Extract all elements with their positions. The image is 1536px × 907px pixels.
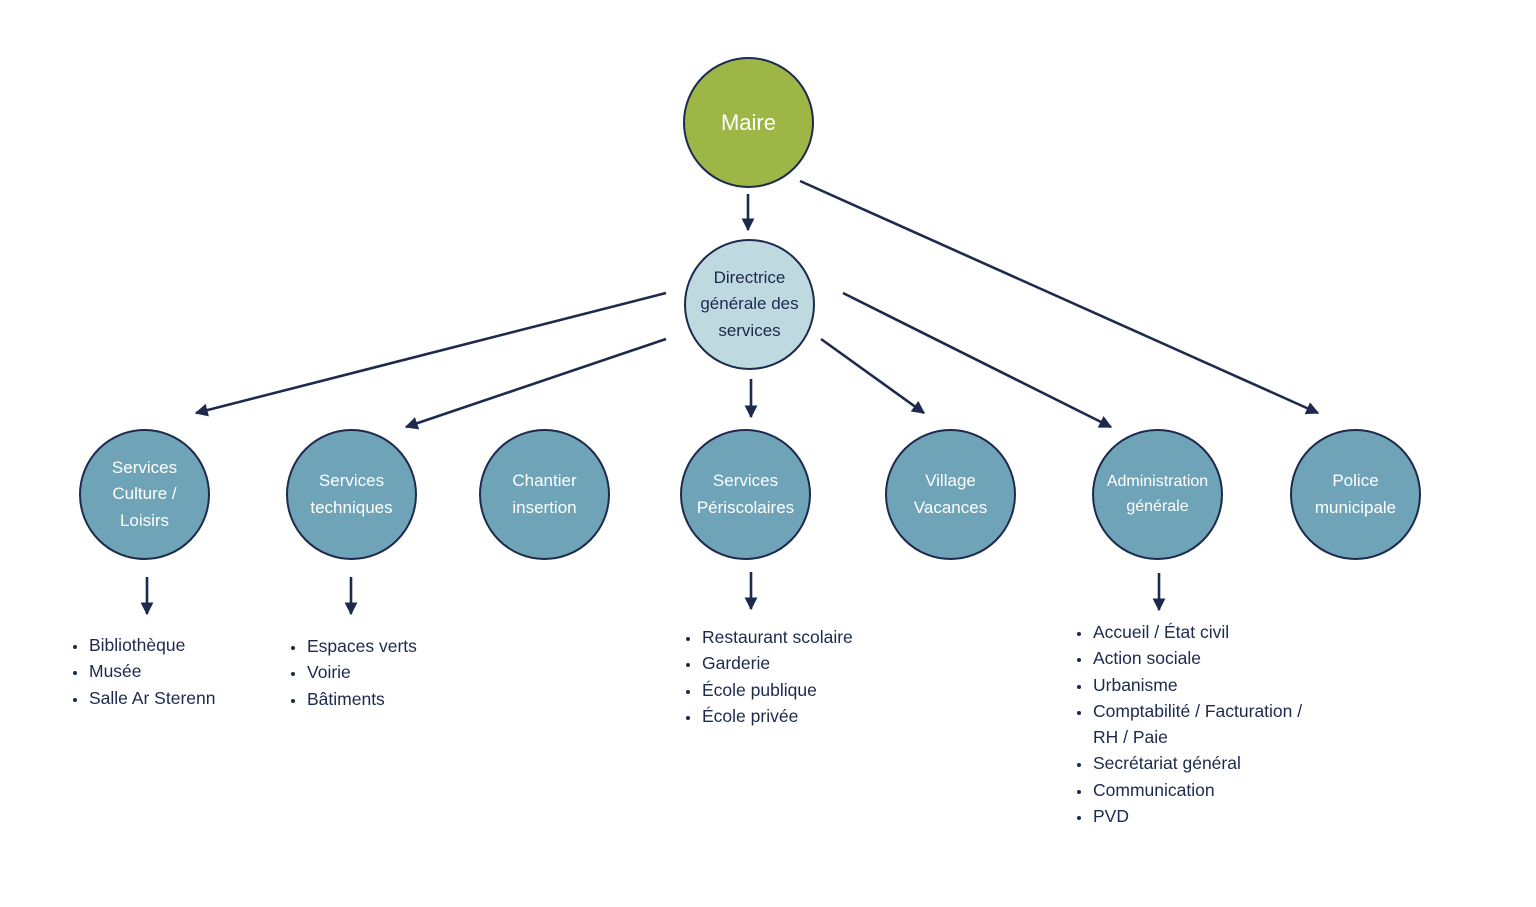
list-item: Voirie	[306, 659, 417, 685]
node-administration-generale: Administration générale	[1092, 429, 1223, 560]
arrow-dgs-to-administration	[842, 291, 1113, 429]
node-maire: Maire	[683, 57, 814, 188]
arrow-dgs-to-techniques	[404, 337, 667, 430]
list-item: Restaurant scolaire	[701, 624, 853, 650]
node-periscolaires-label: Services Périscolaires	[696, 471, 795, 517]
node-chantier-label: Chantier insertion	[512, 471, 577, 517]
list-item: École privée	[701, 703, 853, 729]
list-item: Bâtiments	[306, 686, 417, 712]
list-item: Salle Ar Sterenn	[88, 685, 215, 711]
node-services-techniques: Services techniques	[286, 429, 417, 560]
arrow-dgs-to-village	[820, 337, 926, 415]
list-item: Communication	[1092, 777, 1332, 803]
list-item: Secrétariat général	[1092, 750, 1332, 776]
node-village-vacances: Village Vacances	[885, 429, 1016, 560]
node-police-label: Police municipale	[1314, 471, 1397, 517]
node-techniques-label: Services techniques	[310, 471, 393, 517]
node-chantier-insertion: Chantier insertion	[479, 429, 610, 560]
list-culture: Bibliothèque Musée Salle Ar Sterenn	[52, 632, 215, 711]
list-item: Accueil / État civil	[1092, 619, 1332, 645]
list-item: Comptabilité / Facturation / RH / Paie	[1092, 698, 1332, 751]
list-techniques: Espaces verts Voirie Bâtiments	[270, 633, 417, 712]
list-item: PVD	[1092, 803, 1332, 829]
node-maire-label: Maire	[720, 110, 776, 135]
node-services-periscolaires: Services Périscolaires	[680, 429, 811, 560]
node-police-municipale: Police municipale	[1290, 429, 1421, 560]
list-administration: Accueil / État civil Action sociale Urba…	[1056, 619, 1332, 829]
node-dgs-label: Directrice générale des services	[700, 267, 799, 340]
arrow-maire-to-police	[799, 179, 1320, 415]
node-administration-label: Administration générale	[1106, 472, 1209, 515]
list-item: Espaces verts	[306, 633, 417, 659]
node-services-culture-loisirs: Services Culture / Loisirs	[79, 429, 210, 560]
list-periscolaires: Restaurant scolaire Garderie École publi…	[665, 624, 853, 729]
list-item: Garderie	[701, 650, 853, 676]
list-item: École publique	[701, 677, 853, 703]
node-directrice-generale: Directrice générale des services	[684, 239, 815, 370]
list-item: Musée	[88, 658, 215, 684]
node-culture-label: Services Culture / Loisirs	[111, 457, 178, 530]
list-item: Urbanisme	[1092, 672, 1332, 698]
arrow-dgs-to-culture	[194, 291, 667, 417]
list-item: Bibliothèque	[88, 632, 215, 658]
list-item: Action sociale	[1092, 645, 1332, 671]
node-village-label: Village Vacances	[913, 471, 988, 517]
